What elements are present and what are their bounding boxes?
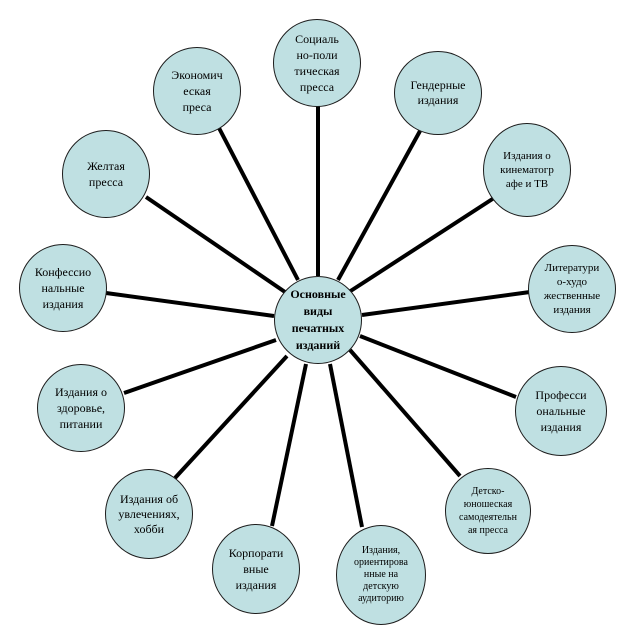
center-node: Основные виды печатных изданий bbox=[274, 276, 362, 364]
link-literary-art bbox=[361, 290, 531, 317]
node-cinema-tv: Издания о кинематогр афе и ТВ bbox=[483, 123, 571, 217]
center-node-label: Основные виды печатных изданий bbox=[290, 287, 346, 352]
node-corporate: Корпорати вные издания bbox=[212, 524, 300, 614]
link-youth-amateur bbox=[348, 348, 462, 478]
node-children-audience: Издания, ориентирова нные на детскую ауд… bbox=[336, 525, 426, 625]
node-label: Гендерные издания bbox=[410, 78, 466, 107]
node-gender: Гендерные издания bbox=[394, 51, 482, 135]
node-label: Желтая пресса bbox=[87, 159, 125, 189]
node-label: Литератури о-худо жественные издания bbox=[543, 262, 601, 316]
node-confessional: Конфессио нальные издания bbox=[19, 244, 107, 332]
node-literary-art: Литератури о-худо жественные издания bbox=[528, 245, 616, 333]
node-label: Издания о кинематогр афе и ТВ bbox=[500, 150, 554, 190]
node-label: Социаль но-поли тическая пресса bbox=[294, 32, 340, 94]
link-gender bbox=[336, 130, 422, 281]
link-cinema-tv bbox=[347, 196, 496, 294]
link-professional bbox=[359, 334, 517, 399]
node-professional: Професси ональные издания bbox=[515, 366, 607, 456]
link-children bbox=[328, 363, 364, 528]
node-yellow-press: Желтая пресса bbox=[62, 130, 150, 218]
node-hobbies: Издания об увлечениях, хобби bbox=[105, 469, 193, 559]
link-hobbies bbox=[173, 354, 289, 480]
link-health-food bbox=[123, 338, 277, 395]
node-label: Экономич еская преса bbox=[171, 68, 223, 114]
link-yellow-press bbox=[144, 195, 287, 294]
node-label: Детско- юношеская самодеятельн ая пресса bbox=[459, 486, 517, 536]
node-label: Професси ональные издания bbox=[535, 388, 587, 434]
node-economic: Экономич еская преса bbox=[153, 47, 241, 135]
node-label: Издания о здоровье, питании bbox=[55, 385, 107, 431]
node-socio-political: Социаль но-поли тическая пресса bbox=[273, 19, 361, 107]
link-confessional bbox=[105, 291, 275, 318]
node-youth-amateur: Детско- юношеская самодеятельн ая пресса bbox=[445, 468, 531, 554]
node-label: Издания об увлечениях, хобби bbox=[118, 491, 180, 536]
node-label: Конфессио нальные издания bbox=[34, 265, 92, 311]
link-corporate bbox=[270, 363, 308, 527]
node-label: Издания, ориентирова нные на детскую ауд… bbox=[354, 545, 408, 604]
node-health-food: Издания о здоровье, питании bbox=[37, 364, 125, 452]
node-label: Корпорати вные издания bbox=[228, 546, 284, 592]
link-economic bbox=[217, 127, 300, 281]
